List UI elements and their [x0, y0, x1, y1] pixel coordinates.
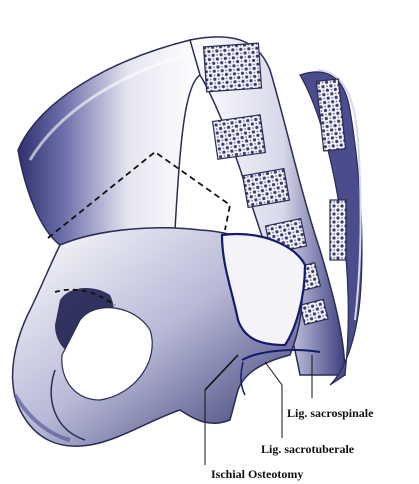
label-lig-sacrotuberale: Lig. sacrotuberale — [261, 443, 354, 455]
label-ischial-osteotomy: Ischial Osteotomy — [211, 468, 303, 480]
iliac-wing — [18, 40, 202, 245]
label-lig-sacrospinale: Lig. sacrospinale — [287, 407, 373, 419]
